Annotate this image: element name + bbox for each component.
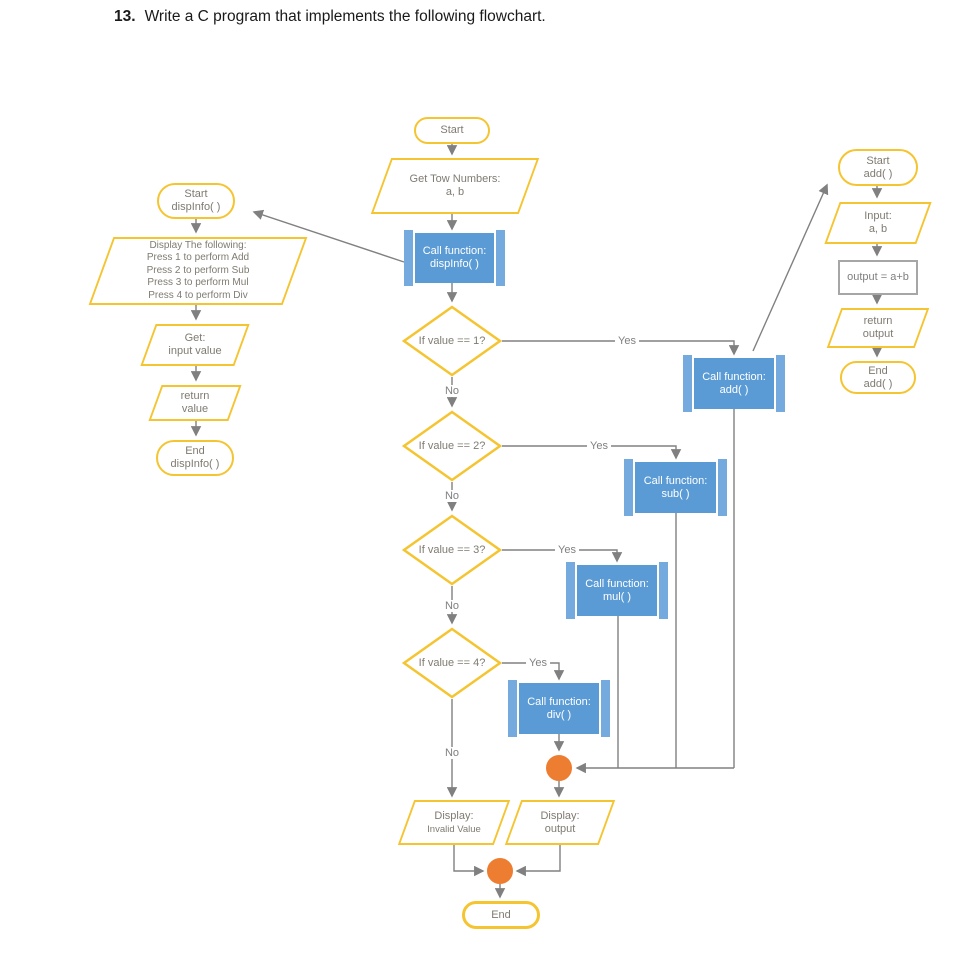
display-output: Display: output — [505, 800, 615, 845]
yes-label-2: Yes — [587, 440, 611, 452]
yes-label-1: Yes — [615, 335, 639, 347]
dispinfo-menu-display: Display The following: Press 1 to perfor… — [88, 237, 308, 305]
call-dispinfo-box: Call function: dispInfo( ) — [404, 230, 505, 286]
dispinfo-start-terminal: Start dispInfo( ) — [157, 183, 235, 219]
no-label-4: No — [441, 747, 463, 759]
dispinfo-end-terminal: End dispInfo( ) — [156, 440, 234, 476]
call-sub-box: Call function: sub( ) — [624, 459, 727, 516]
call-div-box: Call function: div( ) — [508, 680, 610, 737]
yes-label-3: Yes — [555, 544, 579, 556]
call-mul-box: Call function: mul( ) — [566, 562, 668, 619]
input-get-numbers: Get Tow Numbers: a, b — [370, 158, 540, 214]
question-text: Write a C program that implements the fo… — [144, 8, 546, 25]
yes-label-4: Yes — [526, 657, 550, 669]
add-end-terminal: End add( ) — [840, 361, 916, 394]
add-start-terminal: Start add( ) — [838, 149, 918, 186]
merge-connector-dot-top — [546, 755, 572, 781]
question-number: 13. — [114, 8, 136, 25]
merge-connector-dot-bottom — [487, 858, 513, 884]
add-return-output: return output — [826, 308, 930, 348]
no-label-2: No — [441, 490, 463, 502]
page-title: 13. Write a C program that implements the… — [114, 8, 546, 26]
end-terminal: End — [462, 901, 540, 929]
call-add-box: Call function: add( ) — [683, 355, 785, 412]
display-invalid-value: Display: Invalid Value — [398, 800, 510, 845]
add-input: Input: a, b — [824, 202, 932, 244]
decision-value-4: If value == 4? — [402, 627, 502, 699]
decision-value-3: If value == 3? — [402, 514, 502, 586]
add-compute-process: output = a+b — [838, 260, 918, 295]
no-label-1: No — [441, 385, 463, 397]
start-terminal: Start — [414, 117, 490, 144]
dispinfo-return-value: return value — [148, 385, 242, 421]
decision-value-2: If value == 2? — [402, 410, 502, 482]
decision-value-1: If value == 1? — [402, 305, 502, 377]
dispinfo-get-input: Get: input value — [140, 324, 250, 366]
no-label-3: No — [441, 600, 463, 612]
